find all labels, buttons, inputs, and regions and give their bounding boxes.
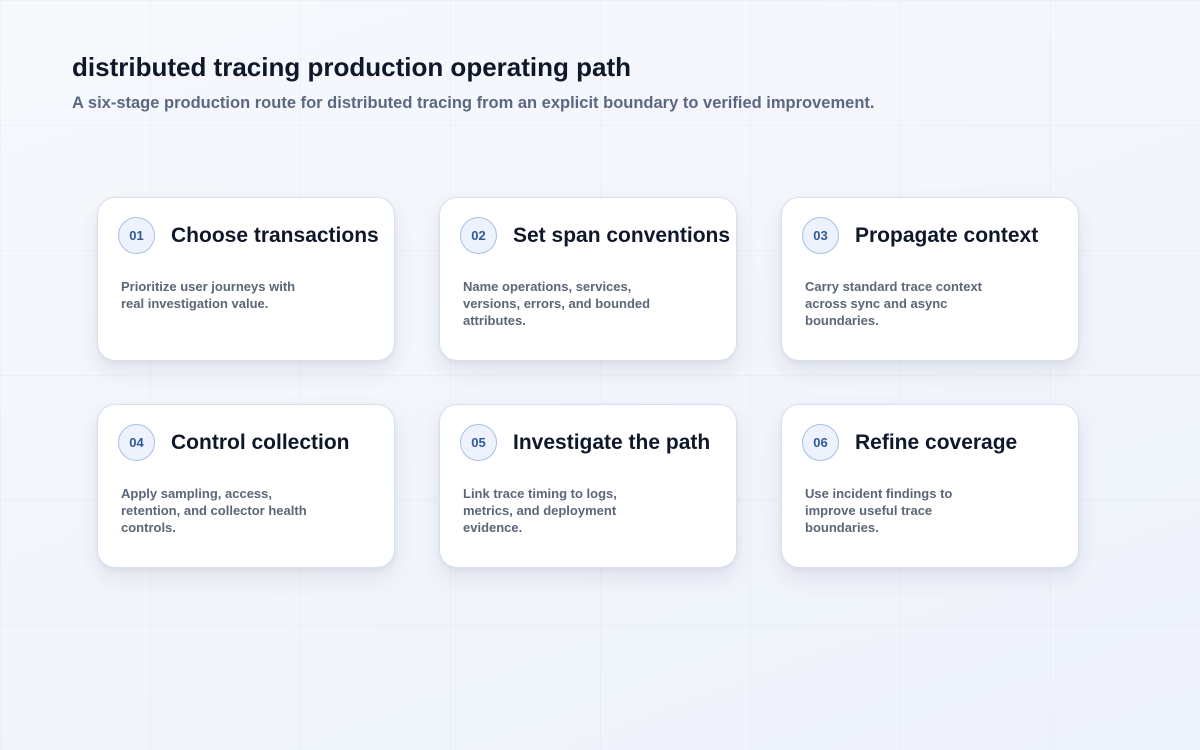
stage-card-propagate-context: 03 Propagate context Carry standard trac… xyxy=(781,197,1079,361)
stage-description: Prioritize user journeys with real inves… xyxy=(121,279,296,311)
stage-number-badge: 01 xyxy=(118,217,155,254)
stage-number-badge: 03 xyxy=(802,217,839,254)
stage-card-set-span-conventions: 02 Set span conventions Name operations,… xyxy=(439,197,737,361)
stage-card-investigate-the-path: 05 Investigate the path Link trace timin… xyxy=(439,404,737,568)
stage-description: Apply sampling, access, retention, and c… xyxy=(121,486,307,535)
stage-title: Propagate context xyxy=(855,224,1039,247)
stage-description: Carry standard trace context across sync… xyxy=(805,279,983,328)
stage-number-badge: 02 xyxy=(460,217,497,254)
stage-card-choose-transactions: 01 Choose transactions Prioritize user j… xyxy=(97,197,395,361)
stage-title: Choose transactions xyxy=(171,224,379,247)
stage-card-refine-coverage: 06 Refine coverage Use incident findings… xyxy=(781,404,1079,568)
stage-description: Name operations, services, versions, err… xyxy=(463,279,651,328)
stage-number-badge: 05 xyxy=(460,424,497,461)
stage-number-badge: 04 xyxy=(118,424,155,461)
page-subtitle: A six-stage production route for distrib… xyxy=(72,94,875,112)
stage-description: Use incident findings to improve useful … xyxy=(805,486,953,535)
stage-title: Investigate the path xyxy=(513,431,711,454)
page-title: distributed tracing production operating… xyxy=(72,52,631,82)
stage-title: Set span conventions xyxy=(513,224,731,247)
stage-title: Refine coverage xyxy=(855,431,1018,454)
stage-description: Link trace timing to logs, metrics, and … xyxy=(463,486,617,535)
stage-title: Control collection xyxy=(171,431,350,454)
stage-card-control-collection: 04 Control collection Apply sampling, ac… xyxy=(97,404,395,568)
stage-number-badge: 06 xyxy=(802,424,839,461)
